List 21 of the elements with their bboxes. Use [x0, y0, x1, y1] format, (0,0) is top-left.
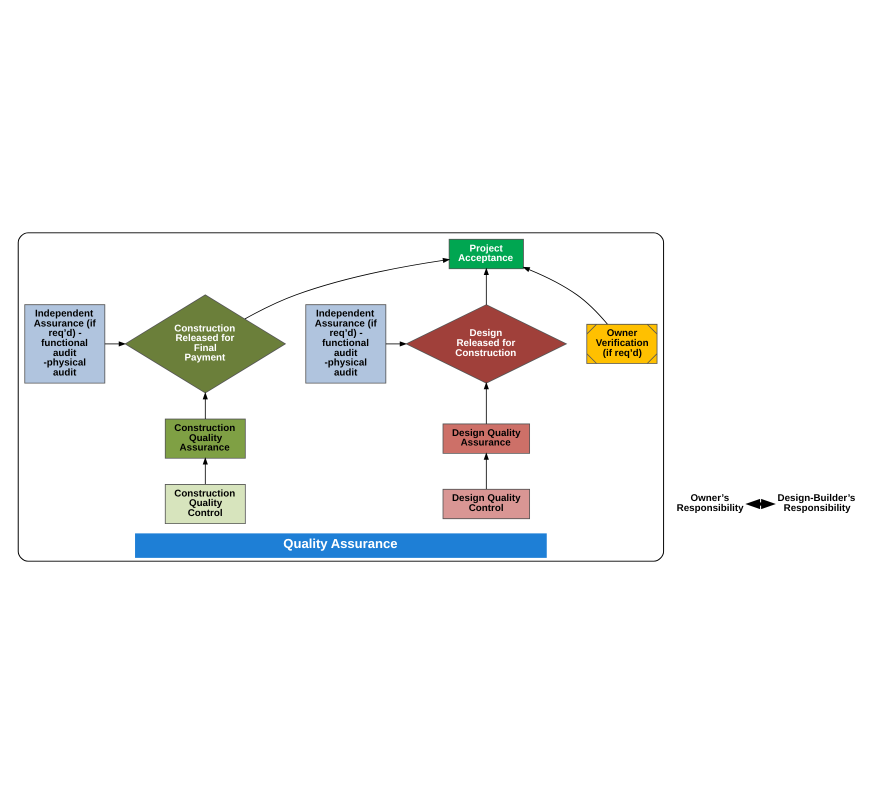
arrow — [484, 268, 489, 306]
arrow — [202, 457, 208, 484]
arrow — [244, 258, 450, 320]
node-diamond: Construction Released for Final Payment — [124, 294, 286, 394]
arrow — [104, 341, 126, 346]
node-box: Design Quality Control — [442, 488, 530, 520]
node-text: Design-Builder’s Responsibility — [778, 493, 856, 514]
arrow — [484, 452, 489, 490]
node-box: Independent Assurance (if req’d) - functional audit -physical audit — [24, 304, 106, 384]
node-box: Design Quality Assurance — [442, 424, 530, 454]
node-box: Independent Assurance (if req’d) - functional audit -physical audit — [305, 304, 386, 384]
arrow — [745, 498, 776, 510]
node-box: Construction Quality Control — [164, 484, 246, 524]
node-box: Construction Quality Assurance — [164, 418, 246, 459]
arrow — [522, 266, 608, 325]
arrow — [202, 392, 208, 420]
node-diamond: Design Released for Construction — [405, 304, 568, 384]
arrow — [484, 382, 489, 424]
arrow — [385, 341, 408, 346]
node-box: Project Acceptance — [448, 238, 524, 270]
node-text: Owner’s Responsibility — [676, 493, 744, 514]
